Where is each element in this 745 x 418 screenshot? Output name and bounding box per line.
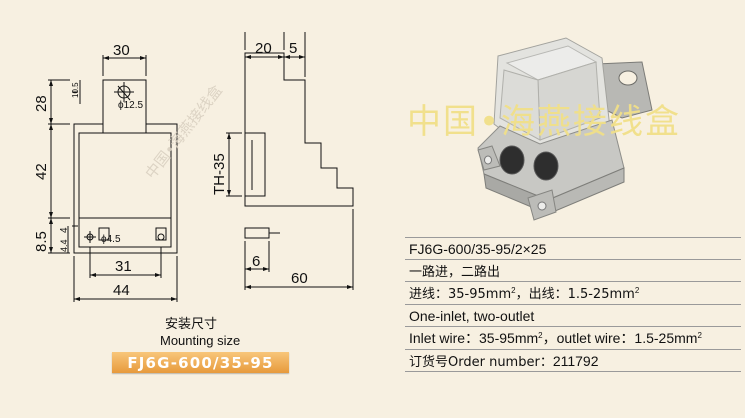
spec-wire-en-inlet: Inlet wire：35-95mm [409,330,539,346]
spec-wire-cn-outlet-sup: 2 [634,286,640,295]
spec-model: FJ6G-600/35-95/2×25 [405,237,741,260]
spec-wire-en-outlet-sup: 2 [697,331,702,340]
spec-wire-en-outlet: ，outlet wire：1.5-25mm [542,330,698,346]
dim-tab-offset: 10.5 [71,82,80,98]
side-view [226,32,354,290]
spec-wire-cn: 进线：35-95mm2，出线：1.5-25mm2 [405,282,741,305]
dim-side-20: 20 [255,40,272,57]
spec-desc-en: One-inlet, two-outlet [405,305,741,327]
dim-side-6: 6 [252,253,260,270]
spec-desc-cn-text: 一路进，二路出 [409,264,501,280]
model-banner: FJ6G-600/35-95 [112,352,289,373]
caption-mounting-en: Mounting size [160,333,241,348]
spec-wire-cn-inlet: 进线：35-95mm [409,287,512,302]
spec-wire-cn-inlet-sup: 2 [511,286,516,295]
dim-height-body: 42 [33,163,50,180]
spec-wire-en: Inlet wire：35-95mm2，outlet wire：1.5-25mm… [405,327,741,350]
spec-wire-cn-outlet: ，出线：1.5-25mm [515,287,635,302]
spec-table: FJ6G-600/35-95/2×25 一路进，二路出 进线：35-95mm2，… [405,237,741,372]
watermark-large: 中国•海燕接线盒 [407,102,682,142]
dim-height-tab: 28 [33,95,50,112]
dim-mount-hole: ϕ4.5 [101,234,121,245]
dim-side-60: 60 [291,270,308,287]
dim-width-top: 30 [113,42,130,59]
dim-height-low: 8.5 [33,231,50,252]
caption-mounting-cn: 安装尺寸 [165,317,218,332]
spec-desc-cn: 一路进，二路出 [405,260,741,282]
spec-order-number: 211792 [552,352,599,369]
spec-wire-en-inlet-sup: 2 [538,331,543,340]
dim-hole-offset-2: 4.4 [59,239,69,252]
dim-hole-offset: 4 [59,227,70,233]
spec-order: 订货号Order number：211792 [405,350,741,372]
dim-rail-label: TH-35 [211,153,228,195]
spec-order-label: 订货号Order number： [409,354,553,370]
dim-hole-diameter: ϕ12.5 [118,100,144,111]
dim-side-5: 5 [289,40,297,57]
dim-inner-width: 31 [115,258,132,275]
dim-overall-width: 44 [113,282,130,299]
front-view [48,55,178,302]
product-photo [477,37,653,221]
